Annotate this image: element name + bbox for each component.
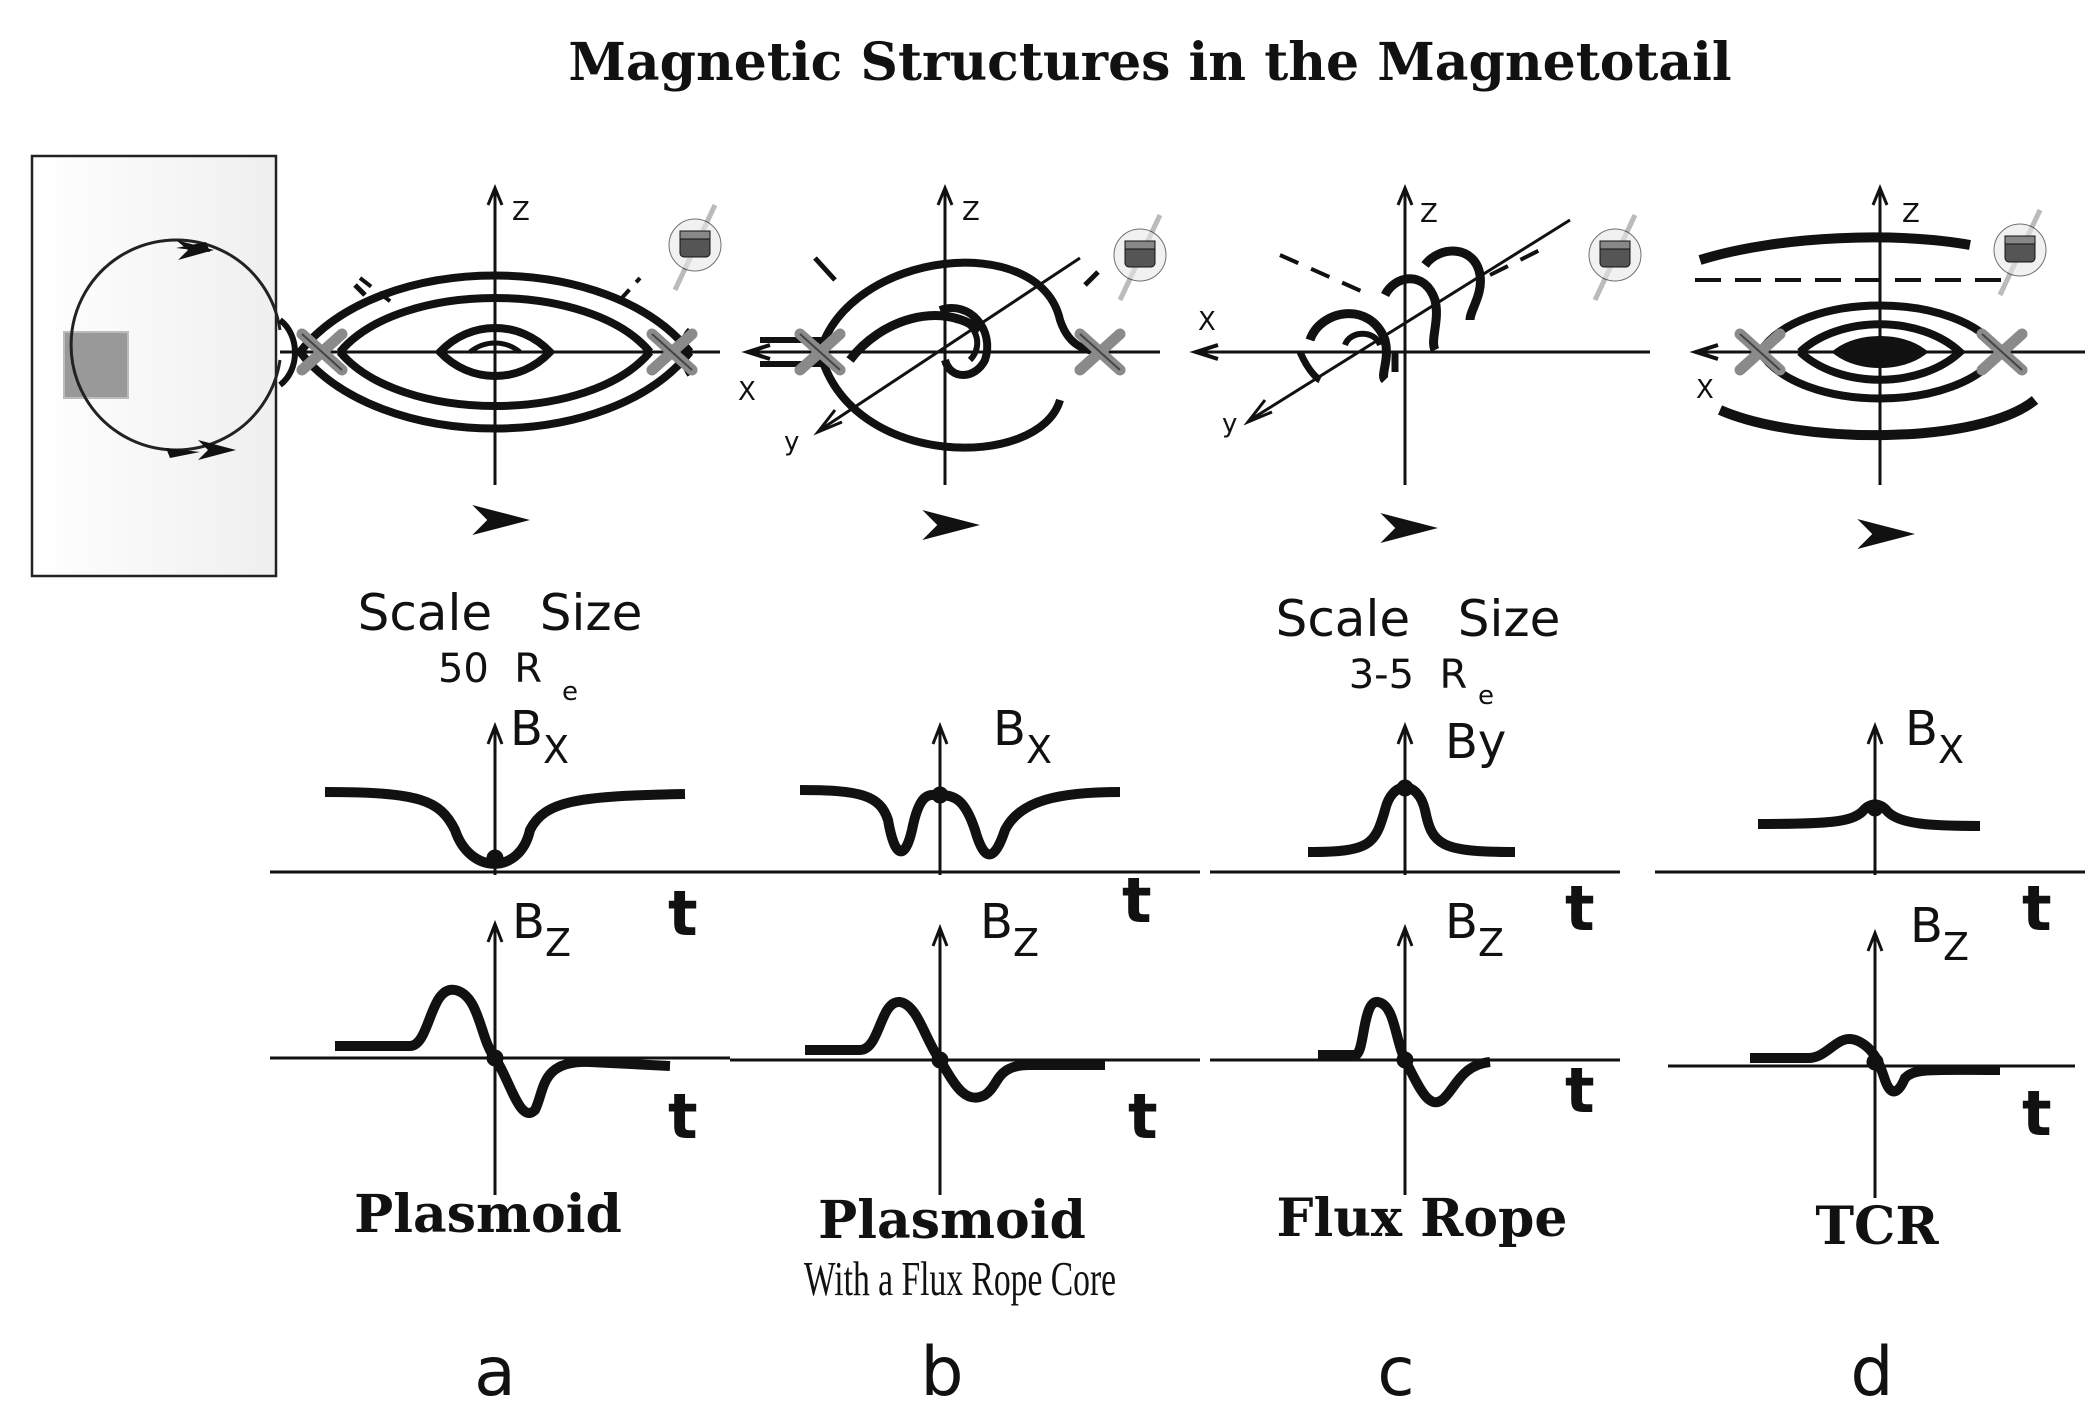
panel-b-bz-label: BZ bbox=[980, 894, 1039, 965]
panel-b-letter: b bbox=[920, 1333, 963, 1412]
panel-d-letter: d bbox=[1850, 1333, 1893, 1412]
panel-b-field-diagram bbox=[741, 184, 1166, 540]
panel-c-bz-label: BZ bbox=[1445, 894, 1504, 965]
panel-b-t-label-top: t bbox=[1122, 864, 1152, 937]
earth-icon bbox=[63, 331, 129, 399]
panel-d-z-label: Z bbox=[1902, 199, 1920, 229]
panel-b-bz-plot bbox=[730, 923, 1200, 1195]
panel-d-t-label-top: t bbox=[2022, 872, 2052, 945]
panel-a-bx-plot bbox=[270, 721, 730, 875]
panel-d-bz-label: BZ bbox=[1910, 898, 1969, 969]
panel-d-t-label-bottom: t bbox=[2022, 1077, 2052, 1150]
panel-c-bz-plot bbox=[1210, 923, 1620, 1195]
panel-a-bx-label: BX bbox=[510, 701, 569, 772]
panel-c-letter: c bbox=[1377, 1333, 1414, 1412]
panel-b-z-label: Z bbox=[962, 197, 980, 227]
panel-c-by-label: By bbox=[1445, 714, 1506, 770]
panel-b-bx-plot bbox=[730, 721, 1200, 875]
panel-d-bx-plot bbox=[1655, 721, 2085, 875]
panel-d-field-diagram bbox=[1689, 184, 2085, 549]
panel-a-bz-plot bbox=[270, 919, 730, 1195]
panel-b-t-label-bottom: t bbox=[1128, 1080, 1158, 1153]
panel-c-by-plot bbox=[1210, 721, 1620, 875]
panel-c-z-label: Z bbox=[1420, 199, 1438, 229]
panel-b-name: Plasmoid bbox=[818, 1190, 1086, 1251]
panel-a-t-label-top: t bbox=[668, 877, 698, 950]
panel-d-x-label: X bbox=[1696, 375, 1714, 405]
panel-b-subname: With a Flux Rope Core bbox=[804, 1252, 1116, 1305]
panel-a-t-label-bottom: t bbox=[668, 1080, 698, 1153]
scale-sub-a: e bbox=[562, 677, 578, 707]
panel-b-bx-label: BX bbox=[993, 701, 1052, 772]
scale-value-a: 50 R bbox=[438, 646, 542, 692]
panel-c-t-label-top: t bbox=[1565, 872, 1595, 945]
scale-value-c: 3-5 R bbox=[1349, 652, 1468, 698]
panel-c-name: Flux Rope bbox=[1277, 1188, 1568, 1249]
scale-sub-c: e bbox=[1478, 681, 1494, 711]
panel-c-x-label: X bbox=[1198, 307, 1216, 337]
panel-d-bz-plot bbox=[1668, 928, 2075, 1198]
panel-a-letter: a bbox=[474, 1333, 516, 1412]
panel-a-name: Plasmoid bbox=[354, 1184, 622, 1245]
earth-panel bbox=[30, 154, 282, 578]
scale-label-a: Scale Size bbox=[358, 584, 643, 642]
panel-a-bz-label: BZ bbox=[512, 894, 571, 965]
panel-d-name: TCR bbox=[1815, 1196, 1939, 1257]
panel-a-x-label: X bbox=[738, 377, 756, 407]
panel-a-z-label: Z bbox=[512, 197, 530, 227]
panel-c-t-label-bottom: t bbox=[1565, 1054, 1595, 1127]
panel-c-y-label: y bbox=[1222, 409, 1237, 439]
panel-d-bx-label: BX bbox=[1905, 701, 1964, 772]
panel-c-field-diagram bbox=[1189, 184, 1650, 543]
panel-a-field-diagram bbox=[278, 184, 721, 535]
panel-b-y-label: y bbox=[784, 427, 799, 457]
scale-label-c: Scale Size bbox=[1276, 590, 1561, 648]
diagram-title: Magnetic Structures in the Magnetotail bbox=[568, 32, 1731, 93]
